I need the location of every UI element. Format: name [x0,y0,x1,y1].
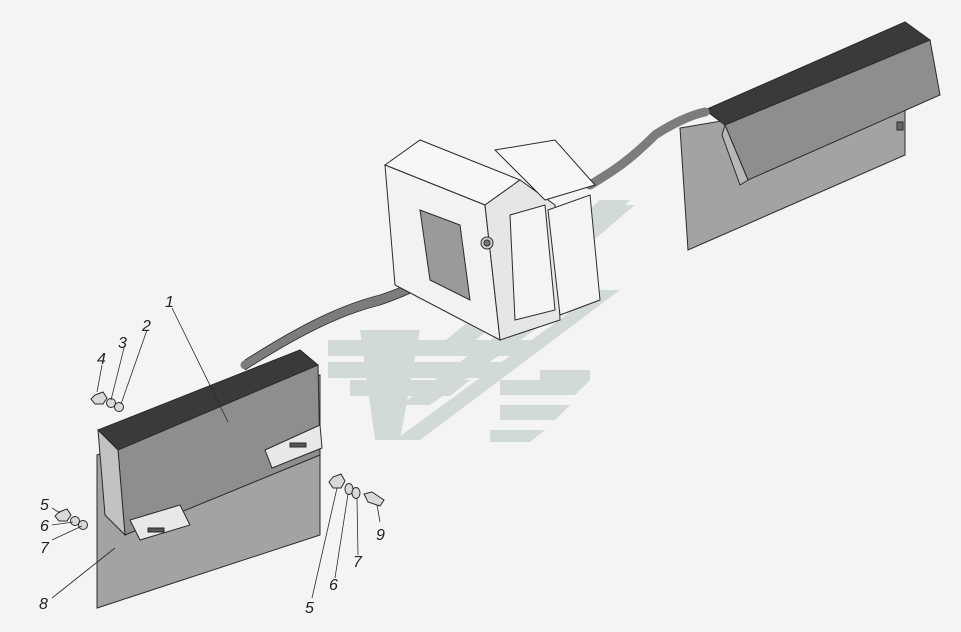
washer-icon [351,487,361,499]
left-lamp-assembly [97,349,323,541]
callout-7-middle: 7 [353,554,363,571]
callout-9: 9 [376,527,385,544]
fasteners-left-bottom [54,508,88,530]
callout-7-left: 7 [40,540,50,557]
callout-8: 8 [39,596,48,613]
callout-2: 2 [141,318,151,335]
bolt-icon [363,491,385,507]
callout-3: 3 [118,335,127,352]
fasteners-middle [328,473,385,507]
nut-icon [54,508,72,522]
callout-5-left: 5 [40,497,49,514]
callout-4: 4 [97,351,106,368]
callout-6-middle: 6 [329,577,338,594]
nut-icon [328,473,346,489]
washer-icon [70,516,80,526]
washer-icon [78,520,88,530]
junction-box [383,139,601,341]
callout-6-left: 6 [40,518,49,535]
leader-lines [51,307,381,599]
callout-5-middle: 5 [305,600,314,617]
callout-1: 1 [165,294,174,311]
washer-icon [114,402,124,412]
right-lamp-assembly [704,21,941,186]
nut-icon [90,391,108,405]
fasteners-left-top [90,391,124,412]
